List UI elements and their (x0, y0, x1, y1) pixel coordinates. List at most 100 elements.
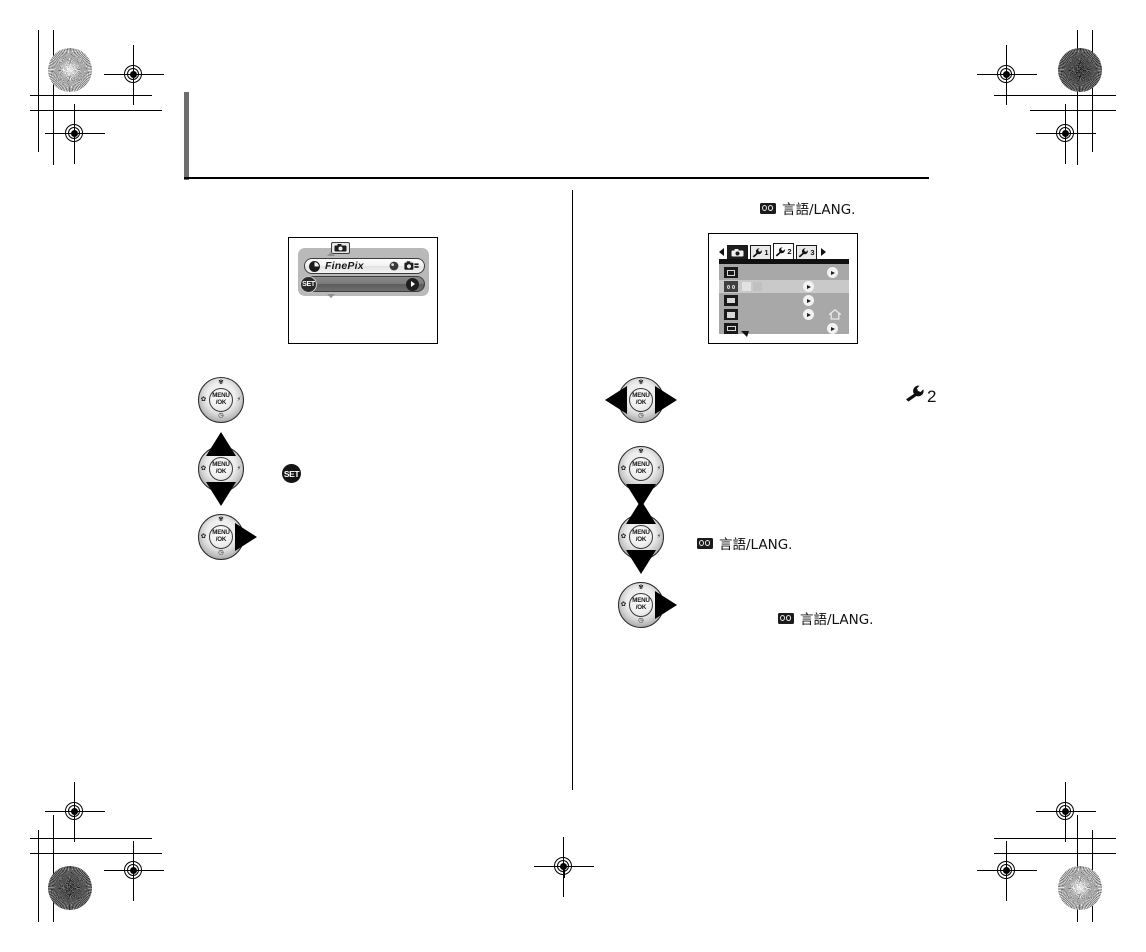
frame-icon (724, 267, 738, 278)
menu-row-5[interactable] (719, 322, 849, 335)
chevron-right-icon (803, 295, 814, 306)
flash-icon: ⚡ (236, 395, 242, 403)
tab-setup-3[interactable]: 3 (796, 245, 817, 260)
tab-setup-1-label: 1 (764, 248, 769, 257)
set-badge-icon: SET (300, 276, 317, 293)
halftone-patch-icon (1058, 866, 1102, 910)
arrow-up-icon[interactable] (626, 500, 656, 524)
set-badge-icon: SET (282, 464, 301, 483)
flash-icon: ⚡ (656, 532, 662, 540)
triangle-left-icon[interactable] (719, 247, 724, 256)
registration-target-icon (45, 104, 105, 164)
camera-icon (731, 248, 744, 256)
flower-icon: ✿ (620, 464, 627, 472)
menu-ok-button[interactable]: MENU /OK (629, 457, 653, 481)
arrow-right-icon[interactable] (655, 591, 677, 619)
playback-row-set[interactable] (304, 276, 425, 292)
registration-target-icon (45, 782, 105, 842)
language-icon (724, 281, 738, 292)
language-icon (778, 612, 794, 624)
tab-setup-1[interactable]: 1 (750, 245, 771, 260)
playback-icon (309, 260, 320, 272)
column-divider (572, 190, 574, 790)
registration-target-icon (1036, 104, 1096, 164)
chevron-right-icon (406, 277, 419, 291)
menu-ok-button[interactable]: MENU /OK (629, 525, 653, 549)
registration-target-icon (104, 841, 164, 901)
menu-ok-button[interactable]: MENU /OK (629, 388, 653, 412)
arrow-down-icon[interactable] (626, 550, 656, 574)
flower-icon: ✿ (620, 600, 627, 608)
arrow-right-icon[interactable] (235, 523, 257, 551)
setup-tab-bar[interactable]: 1 2 3 (719, 243, 826, 260)
timer-icon: ◷ (638, 412, 644, 420)
playback-screen-frame: FinePix SET (288, 237, 438, 344)
chevron-right-icon (803, 281, 814, 292)
registration-target-icon (977, 841, 1037, 901)
halftone-patch-icon (48, 866, 92, 910)
menu-ok-button[interactable]: MENU /OK (209, 388, 233, 412)
step-enter-language-controller[interactable]: ✾ ◷ ✿ MENU /OK (618, 582, 677, 628)
section-heading-language: 言語/LANG. (760, 198, 855, 218)
language-icon (697, 537, 713, 549)
arrow-right-icon[interactable] (655, 386, 677, 414)
flower-icon: ✿ (200, 395, 207, 403)
playback-screen: FinePix SET (298, 242, 429, 298)
macro-icon: ✾ (638, 584, 644, 592)
macro-icon: ✾ (638, 448, 644, 456)
record-dot-icon (389, 261, 399, 271)
timer-icon: ◷ (218, 549, 224, 557)
macro-icon: ✾ (218, 379, 224, 387)
header-rule (184, 177, 929, 180)
flower-icon: ✿ (200, 464, 207, 472)
chevron-right-icon (827, 267, 838, 278)
camera-icon (331, 242, 350, 254)
halftone-patch-icon (48, 48, 92, 92)
step-press-right-controller[interactable]: ✾ ◷ ✿ MENU /OK (198, 514, 257, 560)
menu-ok-button[interactable]: MENU /OK (209, 525, 233, 549)
triangle-down-icon (741, 331, 749, 337)
timer-icon: ◷ (638, 617, 644, 625)
battery-icon (724, 323, 738, 334)
setup-screen-frame: 1 2 3 (708, 233, 858, 344)
step-select-tab-controller[interactable]: ✾ ◷ MENU /OK (605, 377, 677, 423)
speaker-icon (724, 309, 738, 320)
arrow-down-icon[interactable] (206, 482, 236, 506)
home-icon (829, 309, 841, 320)
step-highlight-language-controller[interactable]: ✿ ⚡ MENU /OK (618, 500, 664, 574)
flower-icon: ✿ (200, 532, 207, 540)
step-select-updown-controller[interactable]: ✿ ⚡ MENU /OK (198, 432, 244, 506)
finepix-label: FinePix (325, 260, 364, 272)
flower-icon: ✿ (620, 532, 627, 540)
setup-tab-2-reference: 2 (905, 385, 936, 407)
step-enter-language-label: 言語/LANG. (778, 608, 873, 628)
step-press-menu-controller[interactable]: ✾ ◷ ✿ ⚡ MENU /OK (198, 377, 244, 423)
menu-row-1[interactable] (719, 266, 849, 279)
wrench-icon (776, 246, 786, 256)
arrow-left-icon[interactable] (605, 386, 627, 414)
triangle-right-icon[interactable] (821, 247, 826, 256)
menu-ok-button[interactable]: MENU /OK (629, 593, 653, 617)
tab-setup-2[interactable]: 2 (773, 243, 794, 260)
language-icon (760, 202, 776, 214)
chevron-right-icon (803, 309, 814, 320)
flash-icon: ⚡ (236, 464, 242, 472)
menu-row-2[interactable] (719, 280, 849, 293)
step-move-down-controller[interactable]: ✾ ✿ ⚡ MENU /OK (618, 446, 664, 508)
tab-setup-2-label: 2 (787, 247, 792, 256)
triangle-up-icon (327, 252, 335, 256)
timer-icon: ◷ (218, 412, 224, 420)
menu-ok-button[interactable]: MENU /OK (209, 457, 233, 481)
arrow-up-icon[interactable] (206, 432, 236, 456)
menu-row-4[interactable] (719, 308, 849, 321)
macro-icon: ✾ (638, 379, 644, 387)
tab-shooting[interactable] (727, 245, 748, 260)
playback-row-finepix[interactable]: FinePix (304, 258, 425, 274)
wrench-icon (905, 385, 925, 402)
step-highlight-language-label: 言語/LANG. (697, 533, 792, 553)
menu-row-3[interactable] (719, 294, 849, 307)
menu-top-bar (719, 259, 849, 264)
triangle-down-icon (327, 294, 335, 298)
chevron-right-icon (827, 323, 838, 334)
